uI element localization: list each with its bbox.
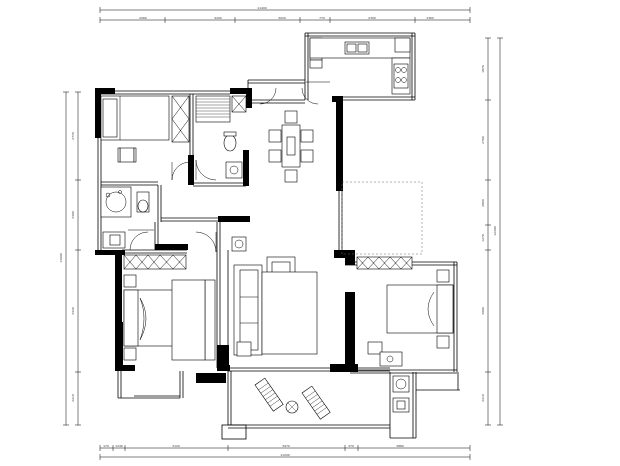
side-table [436,269,450,283]
dining-chair [284,110,298,124]
desk [379,351,403,367]
top-seg-5: 2300 [368,16,376,20]
top-seg-4: 770 [319,16,325,20]
right-bedroom [356,256,454,367]
terrace [254,375,410,420]
top-seg-6: 1360 [426,16,434,20]
bottom-seg-4: 3970 [282,444,290,448]
fridge [394,37,411,53]
wardrobe [123,254,187,270]
sink [225,161,243,179]
top-dimension-chain: 11400 2060 4200 3020 770 2300 1360 [99,6,471,23]
desk-chair [367,341,383,355]
top-left-bedroom [100,95,191,181]
kitchen [306,37,411,95]
bottom-seg-2: 1240 [115,444,123,448]
bottom-seg-5: 370 [348,444,354,448]
bottom-overall-dim: 11200 [280,453,290,457]
lounge-chair [301,385,331,420]
washer [392,375,410,393]
cabinet [309,59,323,69]
right-dimension-chain: 1870 2790 2800 1270 3690 2210 12490 [481,37,503,426]
dining-chair [300,149,314,163]
side-table [236,341,252,357]
right-seg-6: 2210 [481,394,485,402]
top-seg-3: 3020 [278,16,286,20]
left-bathroom [100,186,154,251]
bottom-seg-1: 170 [103,444,109,448]
stair-shelves [195,95,231,123]
bed-headboard [123,289,139,347]
right-seg-3: 2800 [481,199,485,207]
right-seg-2: 2790 [481,136,485,144]
side-table [123,274,137,288]
left-seg-3: 3430 [71,307,75,315]
side-table [123,347,137,361]
top-bathroom [195,95,247,181]
tv-console [204,279,216,361]
top-overall-dim: 11400 [257,6,267,10]
dining-chair [300,129,314,143]
top-seg-2: 4200 [214,16,222,20]
right-overall-dim: 12490 [493,226,497,236]
right-seg-1: 1870 [481,65,485,73]
left-seg-2: 3300 [71,211,75,219]
toilet [223,134,237,152]
tv-cabinet [231,236,247,252]
lounge-chair [254,377,284,412]
bed-pillow [102,98,118,138]
living-room [231,236,318,357]
desk-chair [119,147,135,163]
right-seg-5: 3690 [481,307,485,315]
stove [393,63,409,89]
dining-area [259,87,423,255]
left-seg-1: 2770 [71,132,75,140]
open-area-outline [341,181,423,255]
left-dimension-chain: 13690 2770 3300 3430 2210 [59,91,81,426]
right-seg-4: 1270 [481,234,485,242]
bottom-seg-6: 3880 [396,444,404,448]
dining-chair [268,149,282,163]
bottom-dimension-chain: 170 1240 3120 3970 370 3880 11200 [99,444,471,460]
wardrobe [171,95,190,143]
top-seg-1: 2060 [139,16,147,20]
left-seg-4: 2210 [71,394,75,402]
dining-chair [284,169,298,183]
bottom-seg-3: 3120 [172,444,180,448]
left-bedroom [123,231,217,361]
dining-chair [268,129,282,143]
bed-headboard [436,284,454,334]
shower [100,186,132,218]
side-table [436,335,450,349]
left-overall-dim: 13690 [59,253,63,263]
rug [261,271,318,355]
